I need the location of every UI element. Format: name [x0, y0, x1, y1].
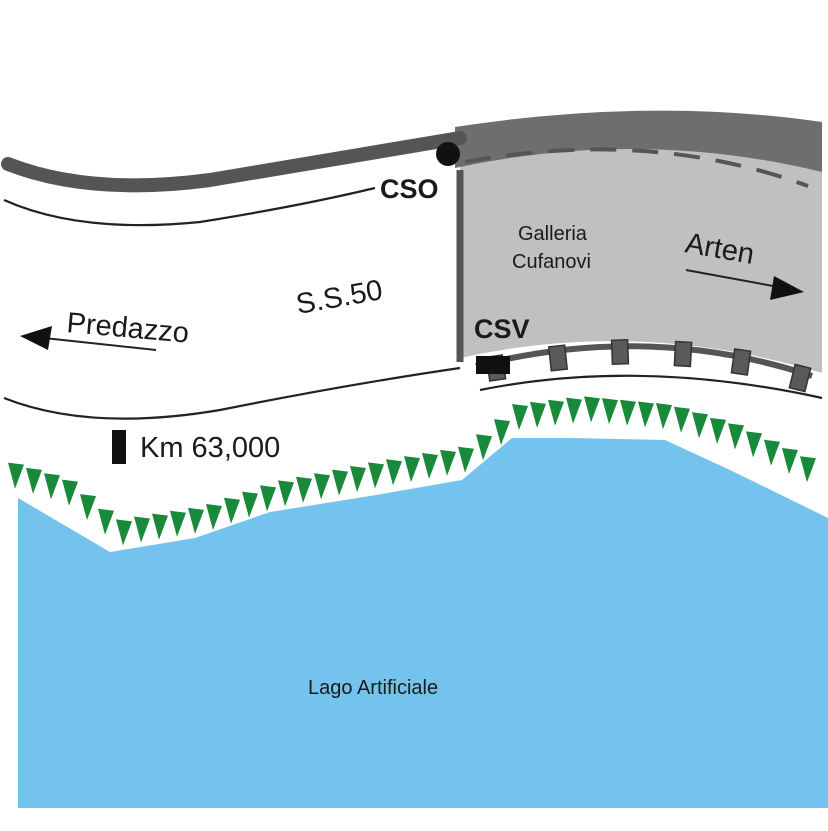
- arrow-arten-icon: [685, 269, 804, 300]
- vegetation-triangle: [440, 449, 456, 476]
- vegetation-triangle: [566, 397, 582, 424]
- vegetation-triangle: [530, 401, 546, 428]
- vegetation-triangle: [746, 431, 762, 458]
- vegetation-triangle: [476, 434, 492, 461]
- vegetation-triangle: [602, 398, 618, 425]
- tunnel-pillars: [485, 338, 812, 393]
- vegetation-triangle: [26, 467, 42, 494]
- vegetation-triangle: [548, 399, 564, 426]
- vegetation-triangle: [206, 503, 222, 530]
- lake-area: [18, 438, 828, 808]
- vegetation-triangle: [764, 439, 780, 466]
- road-upper-edge: [3, 186, 376, 227]
- upper-road-wall: [1, 131, 467, 193]
- vegetation-triangle: [494, 419, 510, 446]
- vegetation-triangle: [350, 466, 366, 492]
- vegetation-triangle: [368, 462, 384, 489]
- vegetation-triangle: [44, 473, 60, 500]
- vegetation-triangle: [620, 399, 636, 426]
- vegetation-triangle: [278, 480, 294, 507]
- tunnel-name-line1: Galleria: [518, 223, 588, 245]
- vegetation-triangle: [404, 456, 420, 483]
- vegetation-triangle: [584, 396, 600, 423]
- road-name-label: S.S.50: [294, 274, 385, 321]
- tunnel-lane-dashed: [464, 147, 809, 188]
- vegetation-triangle: [62, 479, 78, 506]
- km-marker-icon: [112, 430, 126, 464]
- road-lower-edge: [3, 366, 461, 420]
- tunnel-lower-wall: [475, 343, 813, 379]
- vegetation-triangle: [134, 516, 150, 543]
- vegetation-triangle: [458, 446, 474, 473]
- vegetation-triangle: [512, 404, 528, 430]
- vegetation-triangle: [116, 519, 132, 546]
- km-label: Km 63,000: [140, 432, 280, 464]
- vegetation-triangle: [8, 462, 24, 489]
- vegetation-triangle: [152, 513, 168, 540]
- csv-label: CSV: [474, 314, 530, 344]
- csv-station-block: [476, 356, 510, 374]
- vegetation-triangle: [710, 417, 726, 444]
- vegetation-triangle: [638, 401, 654, 428]
- vegetation-triangle: [80, 494, 96, 521]
- vegetation-triangle: [332, 469, 348, 496]
- tunnel-roof: [455, 110, 822, 172]
- tunnel-name-line2: Cufanovi: [512, 251, 591, 273]
- vegetation-triangle: [386, 459, 402, 486]
- vegetation-triangle: [314, 473, 330, 500]
- road-lower-edge-east: [479, 374, 823, 400]
- cso-label: CSO: [380, 174, 439, 204]
- vegetation-triangle: [188, 507, 204, 534]
- arrow-predazzo-icon: [20, 326, 157, 351]
- vegetation-triangle: [98, 508, 114, 535]
- shore-vegetation-icon: [8, 396, 816, 546]
- vegetation-triangle: [224, 497, 240, 524]
- vegetation-triangle: [422, 452, 438, 479]
- tunnel-galleria: [460, 122, 822, 373]
- vegetation-triangle: [242, 491, 258, 518]
- vegetation-triangle: [170, 510, 186, 537]
- vegetation-triangle: [674, 406, 690, 433]
- vegetation-triangle: [656, 403, 672, 430]
- vegetation-triangle: [782, 448, 798, 474]
- vegetation-triangle: [728, 423, 744, 450]
- vegetation-triangle: [260, 485, 276, 512]
- vegetation-triangle: [800, 456, 816, 483]
- cso-marker-icon: [436, 142, 460, 166]
- vegetation-triangle: [296, 476, 312, 503]
- vegetation-triangle: [692, 412, 708, 439]
- lake-label: Lago Artificiale: [308, 677, 438, 699]
